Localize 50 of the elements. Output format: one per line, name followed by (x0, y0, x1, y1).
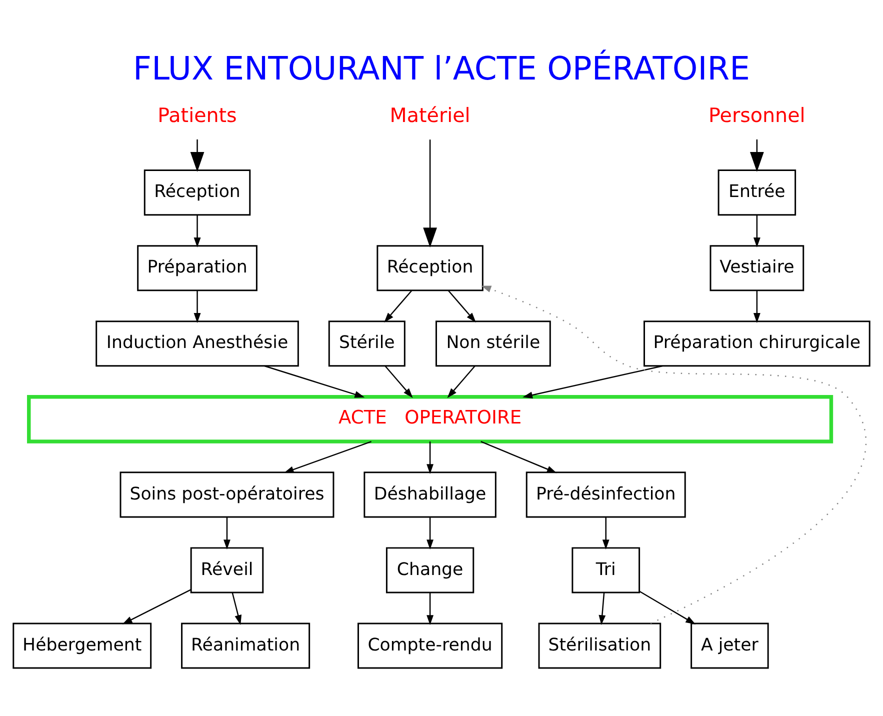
node-box: Non stérile (436, 320, 551, 366)
node-text: Matériel (390, 103, 470, 126)
node-box: Hébergement (12, 622, 152, 668)
node-box: Préparation (137, 244, 258, 291)
node-box: Déshabillage (364, 471, 496, 518)
arrow (480, 440, 557, 473)
node-box: Compte-rendu (357, 622, 503, 668)
node-box: Induction Anesthésie (96, 320, 299, 366)
arrow (284, 440, 372, 472)
node-box: Préparation chirurgicale (644, 320, 870, 366)
arrow (753, 290, 760, 322)
arrow (194, 214, 201, 247)
arrow (481, 285, 866, 624)
arrow (448, 290, 476, 322)
node-box: Change (386, 546, 474, 593)
arrow (598, 592, 606, 625)
node-text: Personnel (708, 103, 806, 126)
arrow (190, 138, 204, 172)
node-box: Réception (144, 169, 251, 216)
node-box: Soins post-opératoires (120, 471, 334, 518)
node-box: A jeter (690, 622, 769, 668)
node-box: Réanimation (181, 622, 310, 668)
arrow (423, 139, 437, 247)
arrow (753, 214, 760, 247)
node-box: Réception (376, 244, 484, 291)
arrow (194, 290, 201, 322)
node-box: ACTE OPERATOIRE (27, 394, 834, 443)
arrow (639, 590, 696, 624)
node-box: Tri (572, 546, 640, 593)
arrow (750, 138, 764, 172)
arrow (426, 592, 434, 625)
node-box: Vestiaire (710, 244, 804, 291)
node-text: Patients (158, 103, 237, 126)
arrow (384, 365, 413, 398)
node-box: Pré-désinfection (526, 471, 686, 518)
arrow (522, 364, 663, 398)
arrow (122, 588, 192, 624)
arrow (224, 516, 230, 550)
arrow (384, 290, 412, 322)
node-box: Stérile (328, 320, 406, 366)
diagram-title: FLUX ENTOURANT l’ACTE OPÉRATOIRE (133, 49, 750, 88)
node-box: Réveil (190, 546, 264, 593)
arrow (602, 516, 610, 550)
arrow (447, 365, 476, 398)
arrow (232, 592, 242, 625)
arrow (426, 516, 434, 550)
arrow (264, 364, 365, 398)
node-box: Entrée (718, 169, 796, 216)
arrow (426, 441, 434, 474)
node-box: Stérilisation (538, 622, 662, 668)
